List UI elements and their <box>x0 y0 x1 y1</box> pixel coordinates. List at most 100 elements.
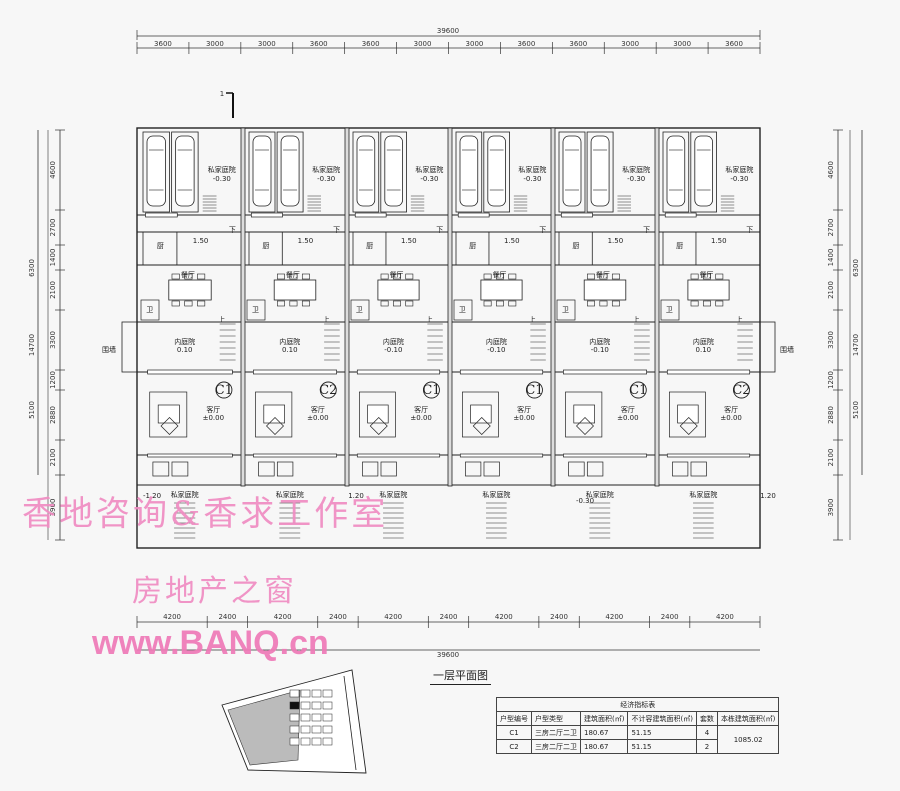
room-label-garden: 私家庭院 <box>208 165 236 174</box>
window <box>459 369 544 375</box>
level-label-front-right: -0.30 <box>576 497 594 505</box>
room-label-dining: 餐厅 <box>389 270 403 279</box>
dining-chair <box>197 300 206 307</box>
dim-vertical-label: 4600 <box>827 161 835 179</box>
dining-chair <box>171 273 180 280</box>
dim-vertical-label: 2100 <box>827 449 835 467</box>
unit-type-label: C1 <box>215 383 233 398</box>
site-key-road <box>343 675 357 771</box>
dim-vertical-label: 2880 <box>827 406 835 424</box>
sofa-group <box>669 391 706 438</box>
garage-bay <box>352 131 380 213</box>
dining-chair <box>599 273 608 280</box>
unit-type-label: C2 <box>732 383 750 398</box>
armchair <box>160 417 179 435</box>
unit-type-circle <box>319 381 337 399</box>
front-seat <box>568 461 585 477</box>
dining-chair <box>393 300 401 307</box>
level-label-upper: 1.50 <box>298 237 314 245</box>
dim-outer-label: 6300 <box>28 259 36 277</box>
site-key-building <box>322 701 333 710</box>
car-icon <box>280 135 300 207</box>
armchair <box>369 417 388 435</box>
dining-chair <box>715 273 724 280</box>
dining-chair <box>483 273 492 280</box>
level-label-hall: ±0.00 <box>720 414 741 422</box>
level-label-upper: 1.50 <box>504 237 520 245</box>
unit-type-label: C1 <box>629 383 647 398</box>
dining-chair <box>184 300 193 307</box>
car-icon <box>252 135 272 207</box>
dim-top-label: 3600 <box>362 40 380 48</box>
down-label: 下 <box>643 226 650 234</box>
dining-chair <box>690 300 699 307</box>
room-label-wc: 卫 <box>356 306 363 314</box>
header-building-area: 本栋建筑面积(㎡) <box>716 711 780 726</box>
party-wall <box>447 127 453 487</box>
coffee-table <box>157 404 180 424</box>
row-unit-type: 三房二厅二卫 <box>531 725 581 740</box>
site-key-building <box>289 701 300 710</box>
room-label-front-garden: 私家庭院 <box>379 490 407 499</box>
level-label-courtyard: -0.10 <box>384 346 402 354</box>
building-total-area: 1085.02 <box>716 725 780 754</box>
window <box>560 212 593 218</box>
room-label-inner-court: 内庭院 <box>486 337 507 346</box>
dim-top-label: 3600 <box>725 40 743 48</box>
dining-chair <box>301 273 310 280</box>
dining-chair <box>703 273 711 280</box>
site-key-building <box>289 689 300 698</box>
dim-bottom-label: 4200 <box>605 613 623 621</box>
boundary-wall-label-left: 围墙 <box>102 345 116 354</box>
dining-chair <box>496 273 504 280</box>
dining-table <box>168 279 212 301</box>
kitchen-room <box>662 231 697 266</box>
up-label: 上 <box>633 315 640 324</box>
window <box>250 212 283 218</box>
room-label-living: 客厅 <box>621 405 635 414</box>
coffee-table <box>470 404 492 424</box>
table-row: C1 三房二厅二卫 180.67 51.15 4 1085.02 <box>496 725 780 754</box>
dim-bottom-label: 4200 <box>495 613 513 621</box>
unit-type-label: C1 <box>422 383 440 398</box>
window <box>354 212 387 218</box>
garage-bay <box>380 131 407 213</box>
kitchen-room <box>352 231 387 266</box>
room-label-kitchen: 厨 <box>469 242 476 250</box>
garage-bay <box>276 131 304 213</box>
window <box>147 453 233 458</box>
up-label: 上 <box>426 315 433 324</box>
dim-vertical-label: 2700 <box>49 219 57 237</box>
front-seat <box>152 461 170 477</box>
room-label-front-garden: 私家庭院 <box>171 490 199 499</box>
room-label-kitchen: 厨 <box>366 242 373 250</box>
garage-bay <box>142 131 170 213</box>
room-label-wc: 卫 <box>252 306 259 314</box>
header-non-far-area: 不计容建筑面积(㎡) <box>627 711 697 726</box>
row-unit-type: 三房二厅二卫 <box>531 739 581 754</box>
room-label-living: 客厅 <box>724 405 738 414</box>
car-icon <box>146 135 166 207</box>
row-non-far-area: 51.15 <box>627 739 697 754</box>
car-icon <box>562 135 582 207</box>
level-label-upper: 1.50 <box>193 237 209 245</box>
car-icon <box>666 135 686 207</box>
kitchen-room <box>455 231 490 266</box>
dim-vertical-label: 3300 <box>49 331 57 349</box>
unit-type-circle <box>215 381 233 399</box>
down-label: 下 <box>539 226 546 234</box>
kitchen-room <box>558 231 593 266</box>
front-seat <box>276 461 294 477</box>
room-label-living: 客厅 <box>414 405 428 414</box>
dining-chair <box>703 300 711 307</box>
dim-bottom-label: 2400 <box>661 613 679 621</box>
site-key-building <box>322 737 333 746</box>
sofa-group <box>149 391 188 438</box>
level-label-front-far-right: 1.20 <box>760 492 776 500</box>
site-key-plan-hatch <box>227 689 301 766</box>
dining-chair <box>380 273 389 280</box>
room-label-kitchen: 厨 <box>157 242 164 250</box>
sofa-group <box>255 391 293 438</box>
dim-bottom-label: 4200 <box>274 613 292 621</box>
